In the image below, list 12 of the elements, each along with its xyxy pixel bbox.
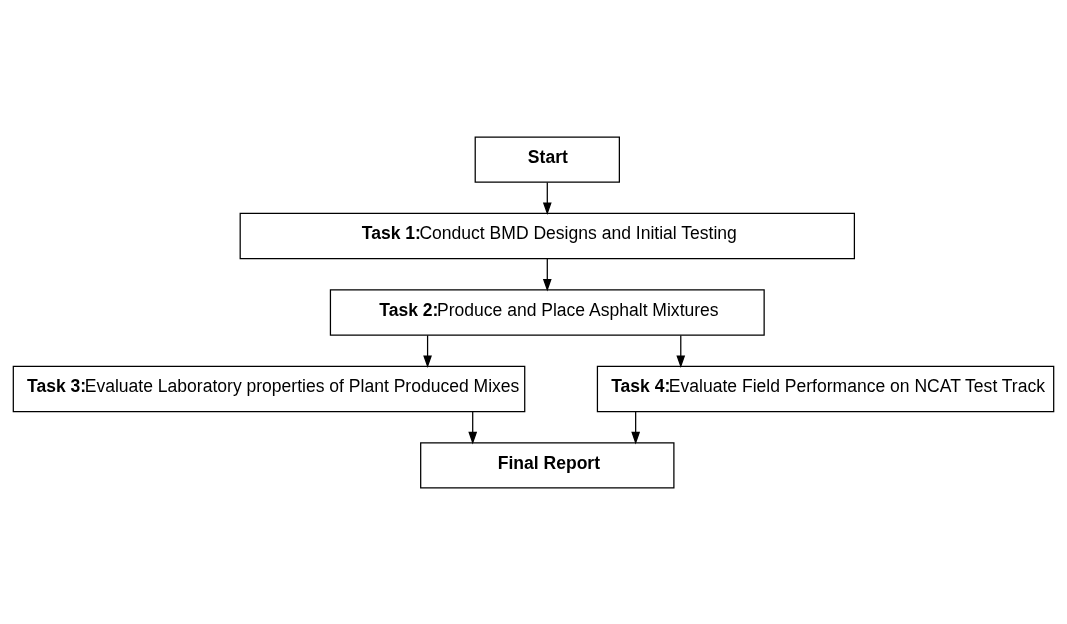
arrow xyxy=(423,334,432,368)
node-box: Final Report xyxy=(420,441,675,489)
arrow xyxy=(468,410,478,444)
arrow xyxy=(631,410,641,444)
arrow xyxy=(676,334,686,368)
node-box: Start xyxy=(474,135,620,183)
arrow xyxy=(542,257,552,291)
node-box: Task 4:Evaluate Field Performance on NCAT Test Track xyxy=(596,365,1055,412)
arrow xyxy=(542,181,552,215)
node-box: Task 3:Evaluate Laboratory properties of Plant Produced Mixes xyxy=(12,365,526,412)
node-box: Task 2:Produce and Place Asphalt Mixtures xyxy=(329,288,765,336)
node-box: Task 1:Conduct BMD Designs and Initial Testing xyxy=(239,212,855,259)
